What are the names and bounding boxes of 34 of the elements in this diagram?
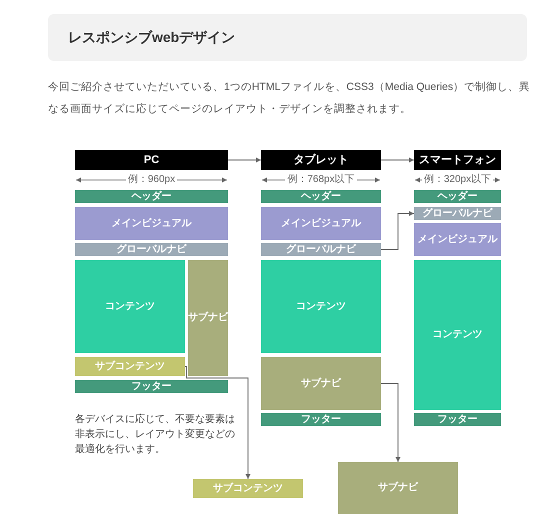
arrow xyxy=(228,158,262,162)
arrow xyxy=(184,366,250,480)
layout-block: グローバルナビ xyxy=(261,243,381,256)
device-header-bar: タブレット xyxy=(261,150,381,170)
layout-block: グローバルナビ xyxy=(75,243,228,256)
title: レスポンシブwebデザイン xyxy=(68,28,236,47)
device-header-bar: PC xyxy=(75,150,228,170)
device-header-bar: スマートフォン xyxy=(414,150,501,170)
layout-block: サブコンテンツ xyxy=(75,357,185,376)
layout-block: フッター xyxy=(414,413,501,426)
layout-block: サブコンテンツ xyxy=(193,479,303,498)
layout-block: メインビジュアル xyxy=(414,223,501,256)
layout-block: ヘッダー xyxy=(414,190,501,203)
layout-block: グローバルナビ xyxy=(414,207,501,220)
layout-block: メインビジュアル xyxy=(261,207,381,240)
layout-block: サブナビ xyxy=(261,357,381,410)
layout-block: フッター xyxy=(261,413,381,426)
layout-block: コンテンツ xyxy=(75,260,185,353)
dimension-label: 例：960px xyxy=(126,173,178,187)
dimension-label: 例：768px以下 xyxy=(285,173,357,187)
arrow xyxy=(380,211,414,250)
layout-block: ヘッダー xyxy=(261,190,381,203)
note-text: 各デバイスに応じて、不要な要素は非表示にし、レイアウト変更などの最適化を行います。 xyxy=(75,412,236,457)
dimension-label: 例：320px以下 xyxy=(422,173,494,187)
layout-block: ヘッダー xyxy=(75,190,228,203)
arrow xyxy=(380,383,400,462)
layout-block: サブナビ xyxy=(338,462,458,514)
layout-block: コンテンツ xyxy=(414,260,501,410)
layout-block: サブナビ xyxy=(188,260,228,376)
layout-block: メインビジュアル xyxy=(75,207,228,240)
intro-paragraph: 今回ご紹介させていただいている、1つのHTMLファイルを、CSS3（Media Queries）で制御し、異なる画面サイズに応じてページのレイアウト・デザインを調整されます。 xyxy=(48,80,532,117)
layout-block: フッター xyxy=(75,380,228,393)
layout-block: コンテンツ xyxy=(261,260,381,353)
arrow xyxy=(380,158,414,162)
